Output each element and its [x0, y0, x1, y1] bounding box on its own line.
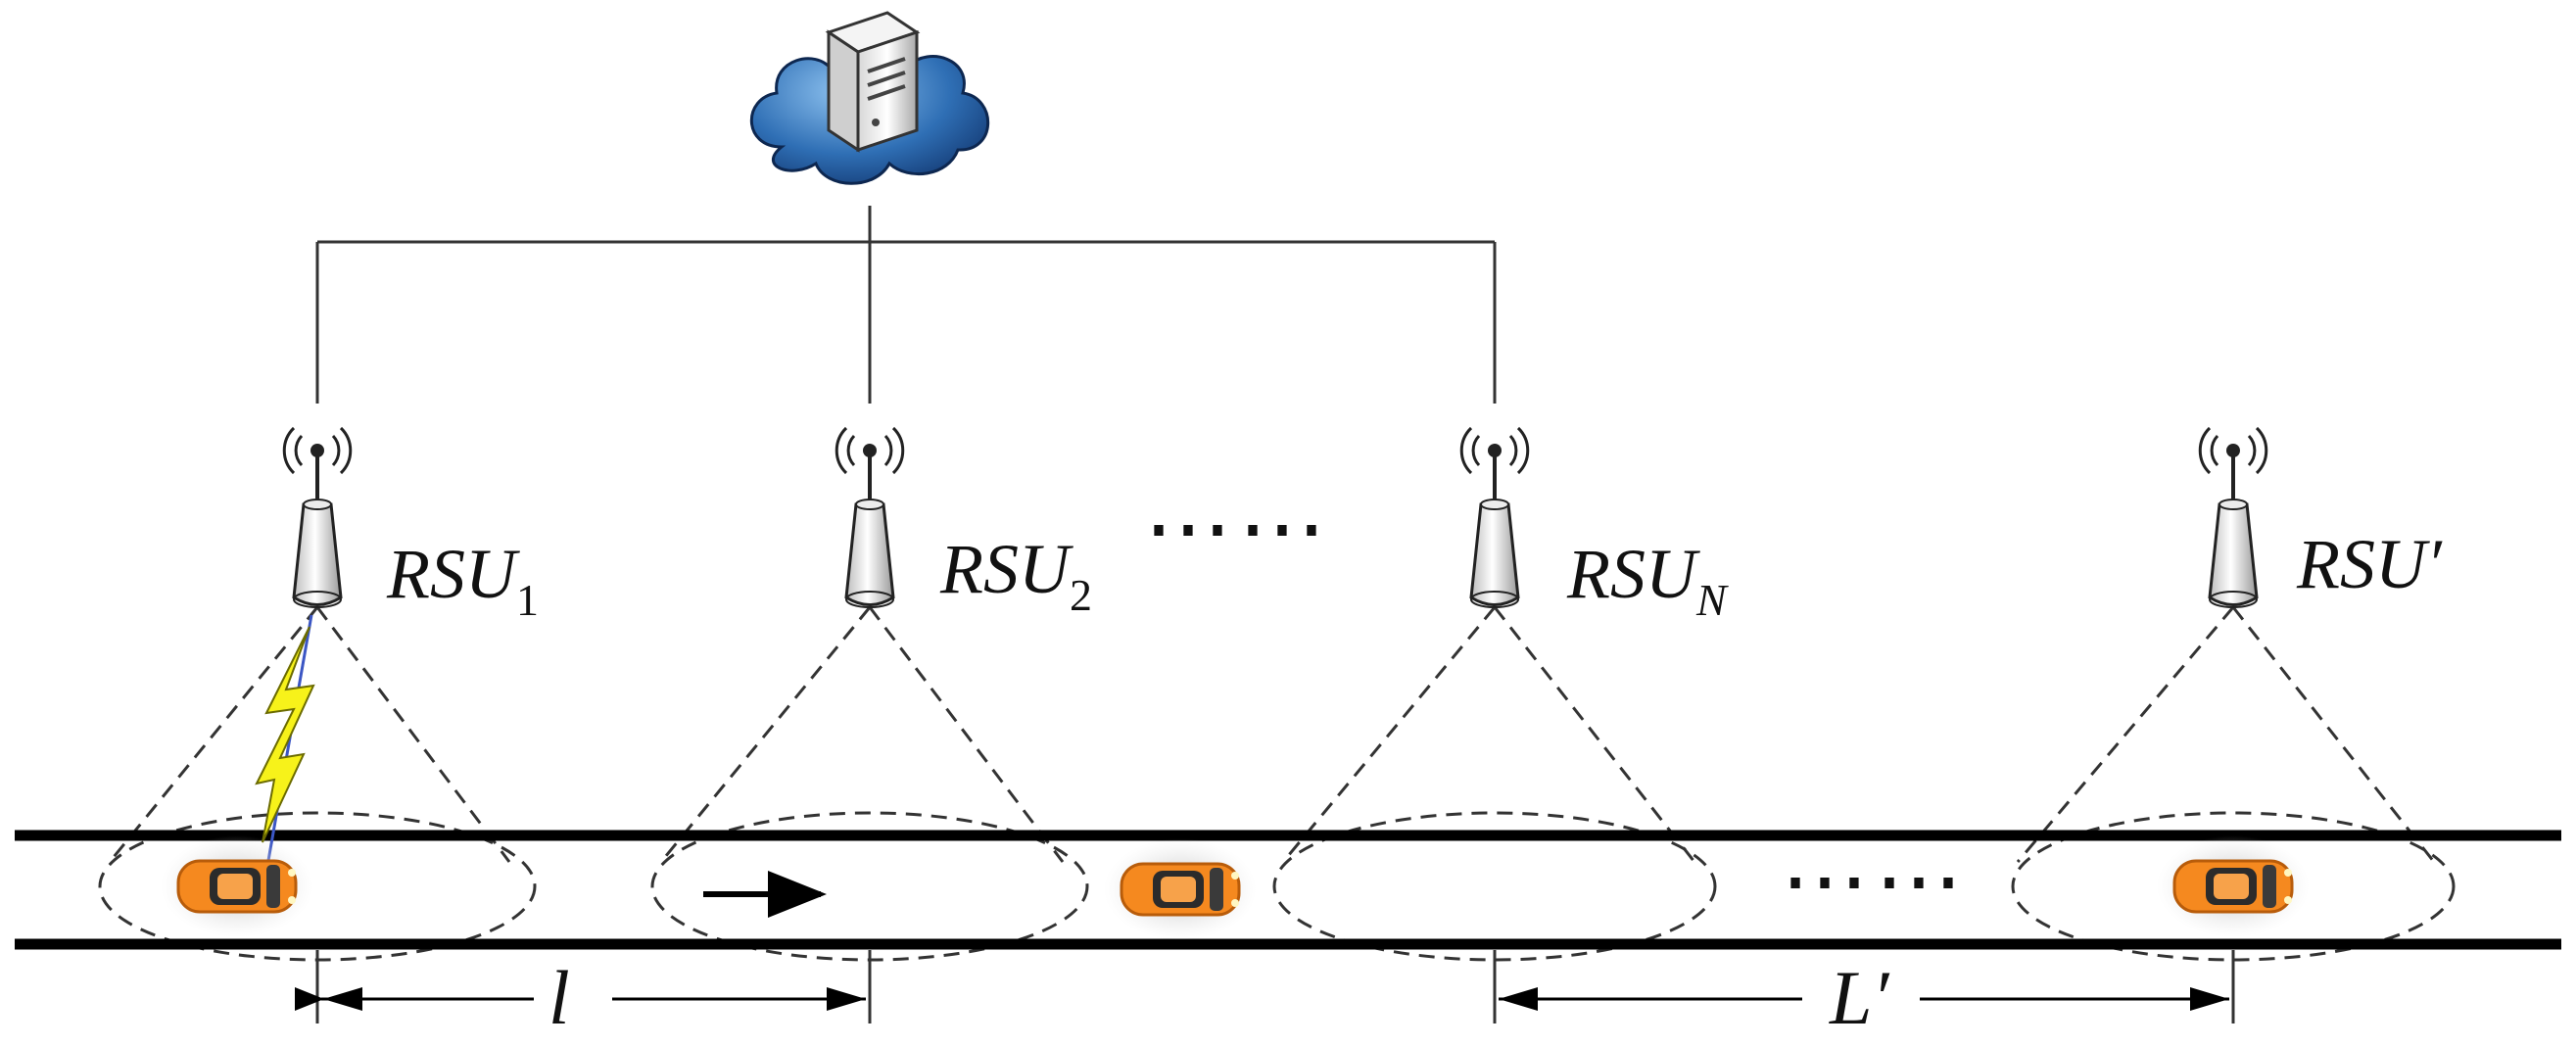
rsu-subscript: 2	[1070, 570, 1092, 620]
antenna-icon	[282, 426, 353, 609]
rsu-prime: RSU′	[2198, 426, 2443, 609]
antenna-icon	[1459, 426, 1530, 609]
rsu-subscript: N	[1695, 575, 1729, 625]
antenna-icon	[2198, 426, 2268, 609]
rsu-label: RSU	[1566, 535, 1700, 613]
rsu-2: RSU2	[835, 426, 1092, 620]
road	[15, 830, 2561, 950]
distance-l-prime: L′	[1499, 955, 2229, 1040]
svg-text:RSU2: RSU2	[939, 530, 1092, 620]
rsu-subscript: 1	[516, 575, 539, 625]
rsu-1: RSU1	[282, 426, 539, 625]
rsu-label: RSU′	[2296, 525, 2443, 603]
antenna-icon	[835, 426, 905, 609]
rsu-label: RSU	[939, 530, 1073, 608]
coverage-cones	[98, 606, 2456, 962]
server-icon	[825, 11, 921, 153]
car-icon	[2155, 833, 2312, 939]
rsu-n: RSUN	[1459, 426, 1729, 625]
svg-text:RSUN: RSUN	[1566, 535, 1729, 625]
distance-label-l: l	[549, 955, 570, 1040]
distance-l: l	[295, 955, 866, 1040]
car-icon	[159, 833, 315, 939]
cloud-server-icon	[749, 11, 990, 185]
svg-text:RSU′: RSU′	[2296, 525, 2443, 603]
ellipsis-rsus: ⋯⋯	[1144, 481, 1332, 578]
svg-text:RSU1: RSU1	[386, 535, 539, 625]
backbone-lines	[315, 206, 1497, 404]
distance-label-l-prime: L′	[1829, 955, 1890, 1040]
ellipsis-road: ⋯⋯	[1781, 833, 1969, 930]
rsu-label: RSU	[386, 535, 520, 613]
car-icon	[1102, 836, 1259, 942]
distance-markers	[315, 950, 2235, 1023]
